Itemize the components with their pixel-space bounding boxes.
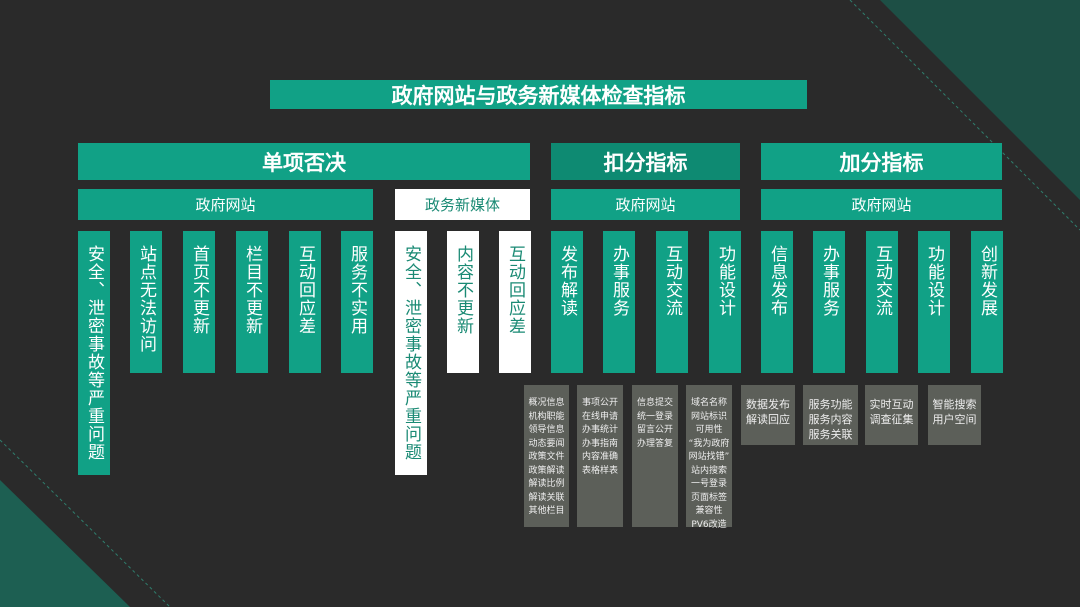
deduct-item: 办事服务 <box>603 231 635 373</box>
veto-gov-item: 服务不实用 <box>341 231 373 373</box>
veto-gov-item: 栏目不更新 <box>236 231 268 373</box>
sub-bonus-gov: 政府网站 <box>761 189 1002 220</box>
sub-veto-media: 政务新媒体 <box>395 189 530 220</box>
deduct-item: 发布解读 <box>551 231 583 373</box>
deduct-detail: 概况信息 机构职能 领导信息 动态要闻 政策文件 政策解读 解读比例 解读关联 … <box>524 385 569 527</box>
bonus-item: 互动交流 <box>866 231 898 373</box>
sub-veto-gov: 政府网站 <box>78 189 373 220</box>
deduct-detail: 信息提交 统一登录 留言公开 办理答复 <box>632 385 678 527</box>
bonus-item: 信息发布 <box>761 231 793 373</box>
section-deduct: 扣分指标 <box>551 143 740 180</box>
deduct-item: 功能设计 <box>709 231 741 373</box>
bonus-detail: 数据发布 解读回应 <box>741 385 795 445</box>
deduct-item: 互动交流 <box>656 231 688 373</box>
bonus-item: 创新发展 <box>971 231 1003 373</box>
veto-media-item: 内容不更新 <box>447 231 479 373</box>
veto-gov-item: 站点无法访问 <box>130 231 162 373</box>
bonus-item: 功能设计 <box>918 231 950 373</box>
bonus-detail: 智能搜索 用户空间 <box>928 385 981 445</box>
deduct-detail: 域名名称 网站标识 可用性 “我为政府 网站找错” 站内搜索 一号登录 页面标签… <box>686 385 732 530</box>
deduct-detail: 事项公开 在线申请 办事统计 办事指南 内容准确 表格样表 <box>577 385 623 527</box>
veto-gov-item: 互动回应差 <box>289 231 321 373</box>
section-bonus: 加分指标 <box>761 143 1002 180</box>
bonus-item: 办事服务 <box>813 231 845 373</box>
veto-gov-item: 首页不更新 <box>183 231 215 373</box>
section-veto: 单项否决 <box>78 143 530 180</box>
page-title: 政府网站与政务新媒体检查指标 <box>270 80 807 109</box>
bonus-detail: 实时互动 调查征集 <box>865 385 918 445</box>
veto-media-item: 安全、泄密事故等严重问题 <box>395 231 427 475</box>
veto-gov-item: 安全、泄密事故等严重问题 <box>78 231 110 475</box>
bonus-detail: 服务功能 服务内容 服务关联 <box>803 385 858 445</box>
veto-media-item: 互动回应差 <box>499 231 531 373</box>
sub-deduct-gov: 政府网站 <box>551 189 740 220</box>
